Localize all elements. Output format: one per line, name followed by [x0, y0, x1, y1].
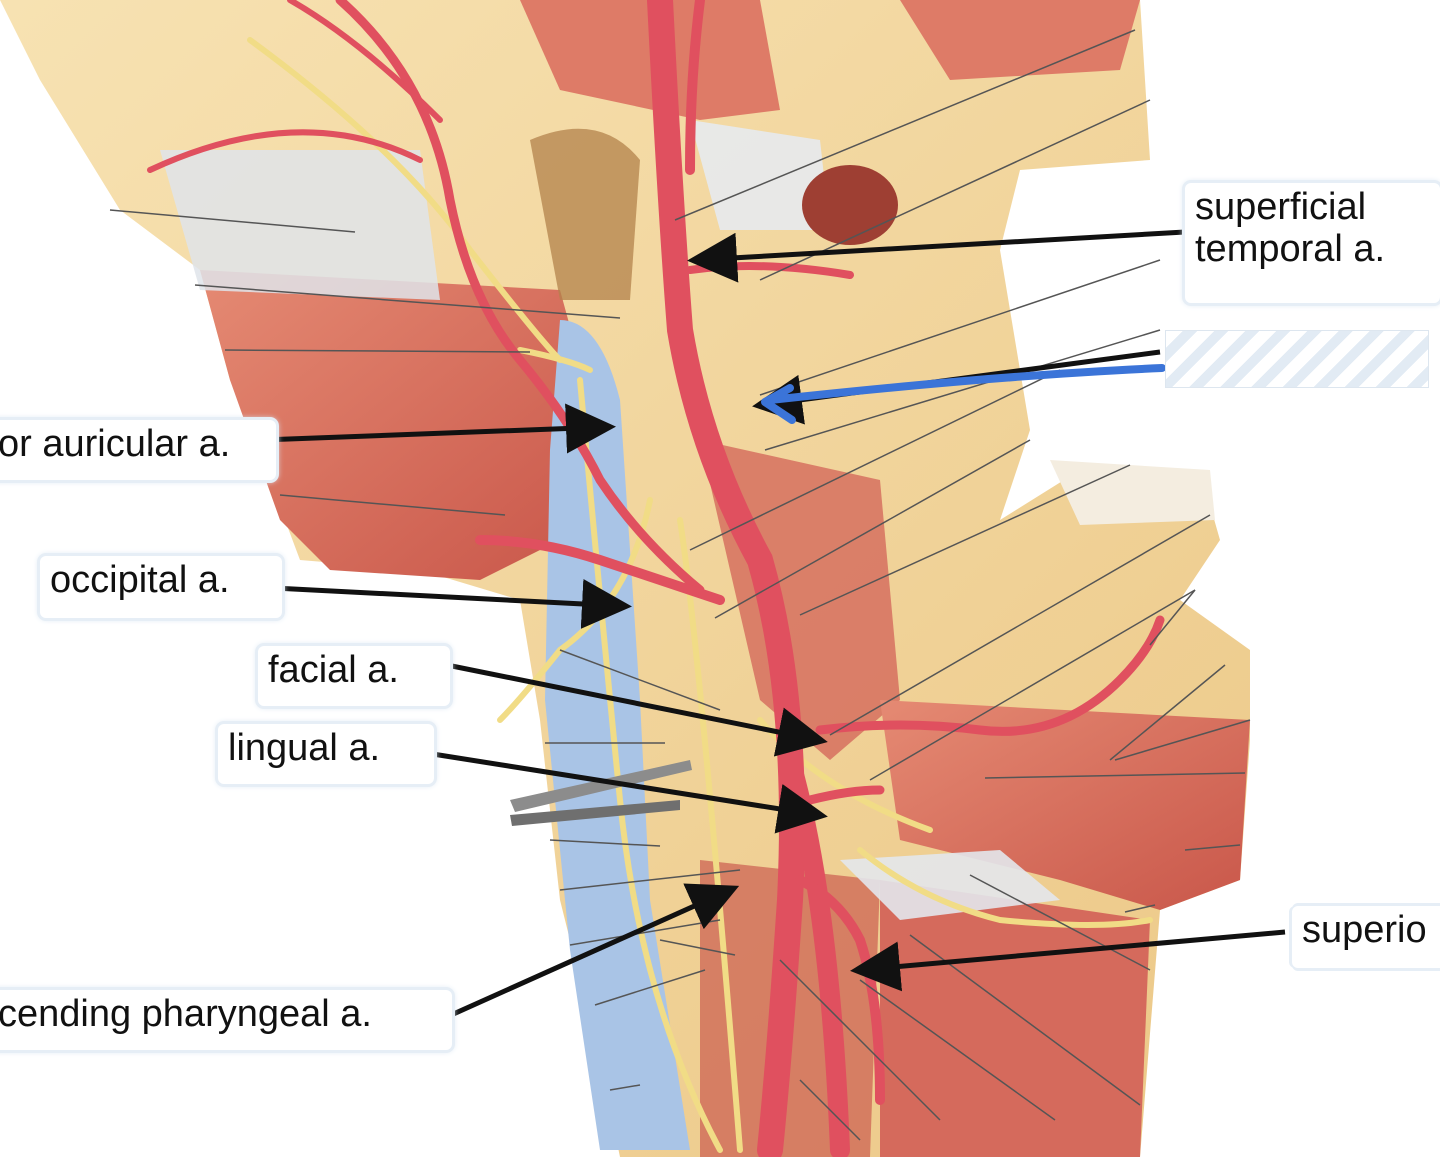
label-superficial-temporal-line1: superficial — [1195, 186, 1367, 228]
arrow-superficial-temporal — [687, 229, 1186, 283]
label-ascending-pharyngeal-text: cending pharyngeal a. — [0, 993, 372, 1035]
label-posterior-auricular-text: or auricular a. — [0, 423, 231, 465]
blue-answer-arrow — [761, 364, 1166, 424]
arrow-posterior-auricular — [261, 403, 616, 454]
arrow-facial — [436, 660, 828, 757]
label-lingual: lingual a. — [218, 724, 434, 784]
label-ascending-pharyngeal: cending pharyngeal a. — [0, 990, 452, 1050]
leader-lines — [109, 29, 1251, 1141]
label-superior-text: superio — [1302, 909, 1427, 951]
foramen — [530, 128, 898, 300]
label-occipital-text: occipital a. — [50, 559, 230, 601]
arrow-superior — [850, 929, 1286, 992]
label-superficial-temporal-line2: temporal a. — [1195, 227, 1386, 270]
label-superior: superio — [1292, 906, 1440, 968]
retractor-instrument — [510, 760, 692, 826]
hidden-label-box — [1165, 330, 1429, 388]
arrow-lingual — [419, 749, 828, 834]
arrow-ascending-pharyngeal — [438, 883, 740, 1023]
label-superficial-temporal: superficial temporal a. — [1185, 183, 1440, 303]
label-occipital: occipital a. — [40, 556, 282, 618]
tendon-regions — [160, 120, 1215, 920]
label-lingual-text: lingual a. — [228, 727, 381, 769]
label-facial: facial a. — [258, 646, 450, 706]
label-facial-text: facial a. — [268, 649, 399, 691]
arrow-occipital — [273, 578, 632, 629]
label-posterior-auricular: or auricular a. — [0, 420, 276, 480]
